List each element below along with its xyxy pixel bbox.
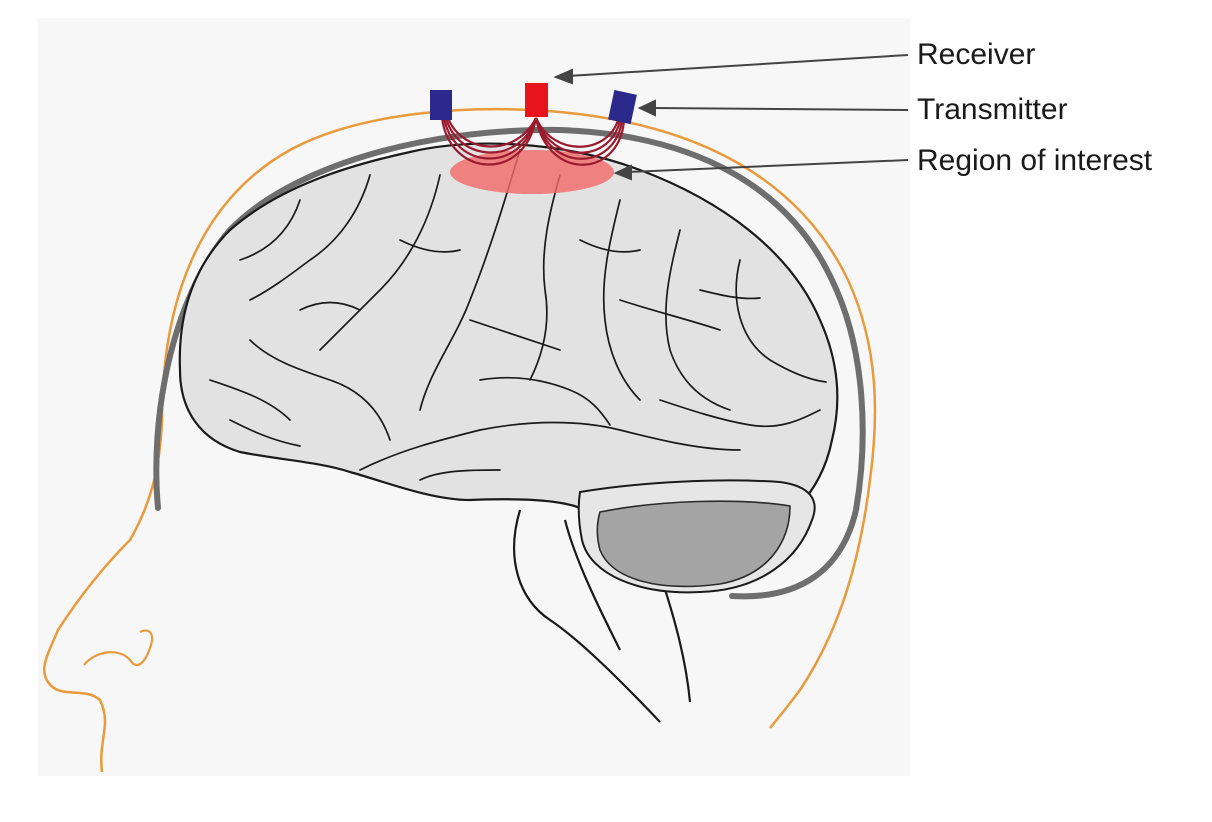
nostril-outline bbox=[83, 629, 154, 666]
transmitter-arrowhead bbox=[637, 99, 656, 117]
receiver-label: Receiver bbox=[917, 38, 1036, 71]
region-of-interest-label: Region of interest bbox=[917, 144, 1153, 177]
roi-leader bbox=[627, 159, 909, 173]
cerebellum-inner bbox=[596, 500, 791, 588]
sulci bbox=[209, 149, 827, 481]
light-paths bbox=[440, 117, 626, 166]
transmitter-leader bbox=[651, 107, 909, 111]
receiver-arrowhead bbox=[553, 68, 573, 85]
transmitter-optode-left bbox=[430, 90, 452, 120]
receiver-optode bbox=[525, 83, 548, 117]
transmitter-label: Transmitter bbox=[917, 93, 1068, 126]
skin-outline bbox=[42, 107, 877, 773]
region-of-interest bbox=[450, 150, 614, 194]
roi-arrowhead bbox=[613, 164, 632, 181]
receiver-leader bbox=[567, 54, 909, 77]
brainstem bbox=[513, 509, 692, 723]
transmitter-optode-right bbox=[608, 90, 637, 125]
leader-lines bbox=[553, 54, 909, 181]
